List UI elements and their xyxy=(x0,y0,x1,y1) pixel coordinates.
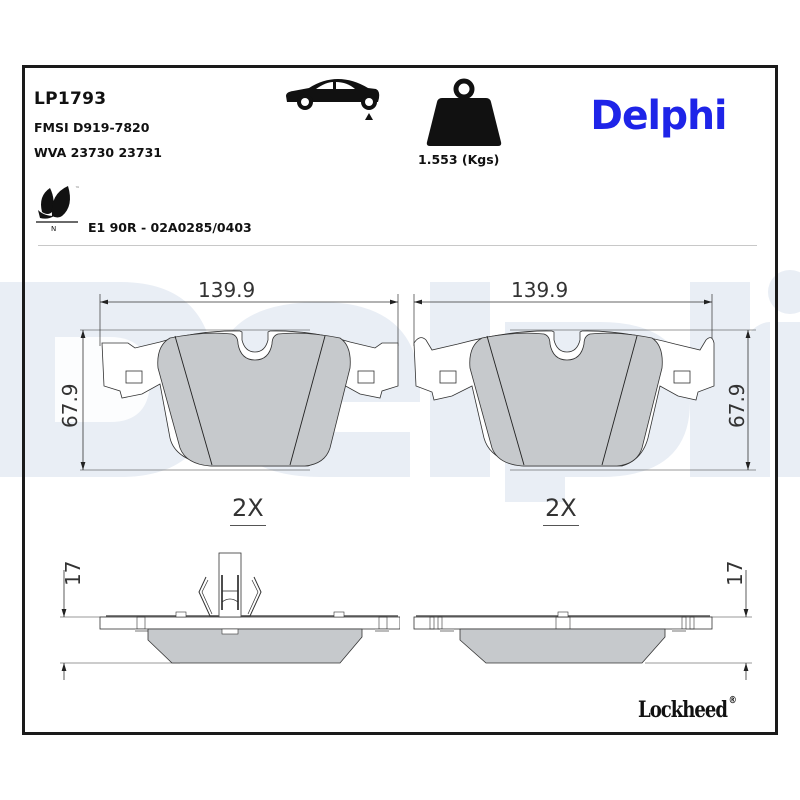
svg-text:139.9: 139.9 xyxy=(198,278,255,302)
front-view-left: 139.9 67.9 2X xyxy=(60,278,399,471)
wva-code: WVA 23730 23731 xyxy=(34,145,162,160)
front-view-right: 139.9 67.9 xyxy=(413,278,756,471)
quantity-label-left: 2X xyxy=(230,494,266,526)
svg-text:17: 17 xyxy=(61,561,85,586)
quantity-label-right: 2X xyxy=(543,494,579,526)
spec-sheet-frame xyxy=(22,65,778,735)
weight-value: 1.553 (Kgs) xyxy=(418,152,500,167)
part-number: LP1793 xyxy=(34,89,107,109)
svg-text:67.9: 67.9 xyxy=(60,383,82,428)
svg-text:139.9: 139.9 xyxy=(511,278,568,302)
weight-icon xyxy=(426,78,502,146)
side-view-right: 17 xyxy=(413,561,752,680)
side-view-left: 17 xyxy=(60,552,400,680)
svg-text:™: ™ xyxy=(75,186,80,192)
delphi-logo: Delphi xyxy=(590,93,727,139)
registered-mark: ® xyxy=(728,695,737,706)
svg-text:N: N xyxy=(51,225,56,232)
lockheed-logo: Lockheed® xyxy=(638,695,737,723)
car-rear-axle-icon xyxy=(286,79,380,120)
header-divider xyxy=(38,245,757,246)
lockheed-wordmark: Lockheed xyxy=(638,697,728,723)
svg-text:67.9: 67.9 xyxy=(725,383,749,428)
approval-code: E1 90R - 02A0285/0403 xyxy=(88,220,252,235)
svg-text:17: 17 xyxy=(723,561,747,586)
leaf-n-icon: N ™ xyxy=(36,186,80,232)
fmsi-code: FMSI D919-7820 xyxy=(34,120,150,135)
